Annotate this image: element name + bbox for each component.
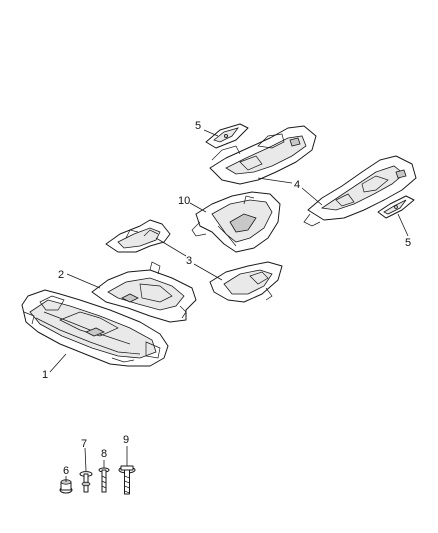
callout-5-right: 5 xyxy=(405,237,411,249)
callout-5-upper: 5 xyxy=(195,120,201,132)
heat-pad-upper xyxy=(205,123,249,149)
bolt-fastener xyxy=(118,465,136,495)
push-pin-fastener xyxy=(79,471,93,493)
callout-9: 9 xyxy=(123,434,129,446)
callout-6: 6 xyxy=(63,465,69,477)
callout-labels: 1 2 3 4 5 5 6 7 8 9 10 xyxy=(42,120,411,477)
tunnel-heat-shield xyxy=(191,191,281,253)
callout-7: 7 xyxy=(81,438,87,450)
callout-2: 2 xyxy=(58,269,64,281)
bracket-shield-left xyxy=(105,219,171,253)
leader-lines xyxy=(49,129,409,482)
callout-1: 1 xyxy=(42,369,48,381)
rear-shield-right xyxy=(303,155,417,227)
callout-10: 10 xyxy=(178,195,190,207)
callout-3: 3 xyxy=(186,255,192,267)
callout-8: 8 xyxy=(101,448,107,460)
callout-4: 4 xyxy=(294,179,300,191)
screw-fastener xyxy=(98,467,110,493)
bracket-shield-right xyxy=(209,261,283,303)
middle-shield xyxy=(91,261,197,323)
front-underbody-shield xyxy=(21,289,169,367)
heat-pad-right xyxy=(377,195,415,219)
rear-shield-upper xyxy=(209,125,317,185)
